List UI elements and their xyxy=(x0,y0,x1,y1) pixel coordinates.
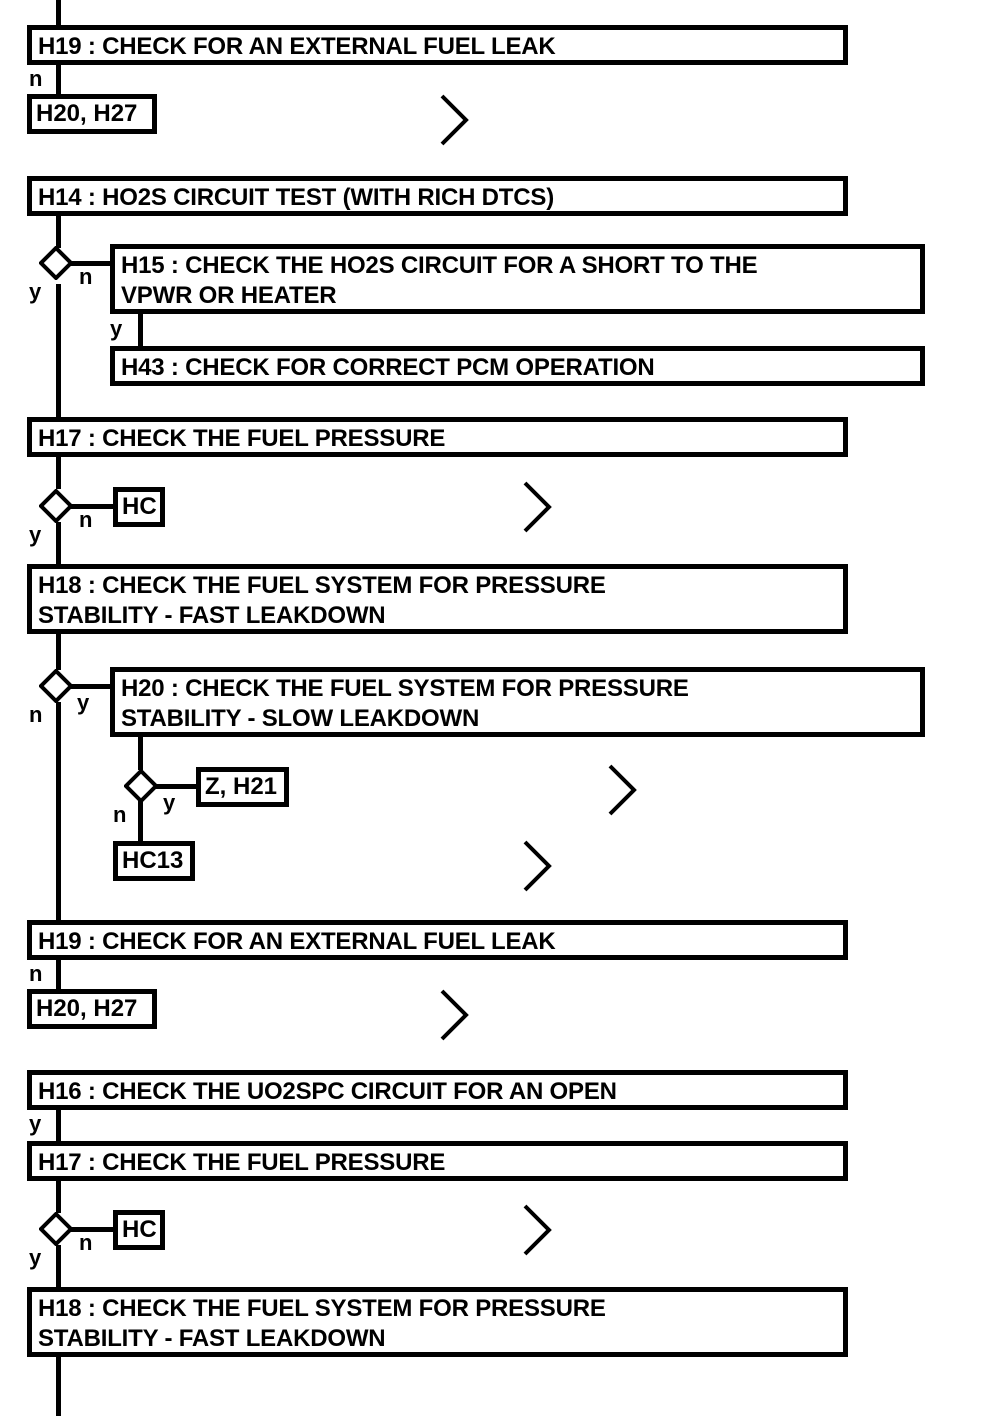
step-box-h14[interactable]: H14 : HO2S CIRCUIT TEST (WITH RICH DTCS) xyxy=(27,176,848,216)
chevron-right-icon-3 xyxy=(606,762,640,818)
connector-h19b-to-h20h27b xyxy=(56,960,61,991)
step-box-h20[interactable]: H20 : CHECK THE FUEL SYSTEM FOR PRESSURE… xyxy=(110,667,925,737)
connector-trunk-dashed-1 xyxy=(56,284,61,417)
branch-label-d5-n: n xyxy=(79,1230,93,1255)
connector-entry-top xyxy=(56,0,61,27)
step-box-h15[interactable]: H15 : CHECK THE HO2S CIRCUIT FOR A SHORT… xyxy=(110,244,925,314)
branch-label-d5-y: y xyxy=(29,1245,42,1270)
branch-label-d3-n: n xyxy=(29,702,43,727)
terminal-box-h20-h27-first[interactable]: H20, H27 xyxy=(27,94,157,134)
branch-label-h19b-n: n xyxy=(29,961,43,986)
decision-diamond-1[interactable] xyxy=(39,246,73,280)
connector-trunk-dashed-3 xyxy=(56,702,61,920)
chevron-right-icon-6 xyxy=(521,1202,555,1258)
connector-h18a-to-decision3 xyxy=(56,634,61,670)
branch-label-d3-y: y xyxy=(77,690,90,715)
chevron-right-icon-5 xyxy=(438,987,472,1043)
decision-diamond-2[interactable] xyxy=(39,489,73,523)
branch-label-h15-y: y xyxy=(110,316,123,341)
connector-decision5-to-hc xyxy=(70,1227,115,1232)
connector-trunk-dashed-2 xyxy=(56,522,61,564)
branch-label-d1-n: n xyxy=(79,264,93,289)
connector-decision2-to-hc xyxy=(70,504,115,509)
chevron-right-icon-2 xyxy=(521,479,555,535)
connector-h16-to-h17b xyxy=(56,1110,61,1142)
branch-label-d2-n: n xyxy=(79,507,93,532)
connector-h17a-to-decision2 xyxy=(56,457,61,489)
connector-exit-bottom xyxy=(56,1357,61,1416)
step-box-h16[interactable]: H16 : CHECK THE UO2SPC CIRCUIT FOR AN OP… xyxy=(27,1070,848,1110)
terminal-box-hc-first[interactable]: HC xyxy=(113,487,165,527)
connector-decision1-to-h15 xyxy=(70,261,115,266)
branch-label-d2-y: y xyxy=(29,522,42,547)
connector-h14-to-decision1 xyxy=(56,216,61,248)
connector-h20-to-decision4 xyxy=(138,737,143,770)
branch-label-d4-y: y xyxy=(163,790,176,815)
step-box-h18-second[interactable]: H18 : CHECK THE FUEL SYSTEM FOR PRESSURE… xyxy=(27,1287,848,1357)
branch-label-h19a-n: n xyxy=(29,66,43,91)
connector-decision4-to-hc13 xyxy=(138,800,143,842)
connector-decision4-to-zh21 xyxy=(155,784,200,789)
step-box-h17-first[interactable]: H17 : CHECK THE FUEL PRESSURE xyxy=(27,417,848,457)
terminal-box-z-h21[interactable]: Z, H21 xyxy=(196,767,289,807)
branch-label-h16-y: y xyxy=(29,1111,42,1136)
terminal-box-hc-second[interactable]: HC xyxy=(113,1210,165,1250)
step-box-h43[interactable]: H43 : CHECK FOR CORRECT PCM OPERATION xyxy=(110,346,925,386)
terminal-box-h20-h27-second[interactable]: H20, H27 xyxy=(27,989,157,1029)
decision-diamond-3[interactable] xyxy=(39,669,73,703)
step-box-h19-first[interactable]: H19 : CHECK FOR AN EXTERNAL FUEL LEAK xyxy=(27,25,848,65)
connector-h19a-to-h20h27 xyxy=(56,65,61,96)
step-box-h17-second[interactable]: H17 : CHECK THE FUEL PRESSURE xyxy=(27,1141,848,1181)
step-box-h19-second[interactable]: H19 : CHECK FOR AN EXTERNAL FUEL LEAK xyxy=(27,920,848,960)
connector-h15-to-h43 xyxy=(138,314,143,346)
decision-diamond-5[interactable] xyxy=(39,1212,73,1246)
chevron-right-icon-1 xyxy=(438,92,472,148)
step-box-h18-first[interactable]: H18 : CHECK THE FUEL SYSTEM FOR PRESSURE… xyxy=(27,564,848,634)
decision-diamond-4[interactable] xyxy=(124,769,158,803)
connector-decision5-to-h18b xyxy=(56,1245,61,1287)
connector-decision3-to-h20 xyxy=(70,684,115,689)
branch-label-d4-n: n xyxy=(113,802,127,827)
chevron-right-icon-4 xyxy=(521,838,555,894)
branch-label-d1-y: y xyxy=(29,279,42,304)
connector-h17b-to-decision5 xyxy=(56,1181,61,1213)
terminal-box-hc13[interactable]: HC13 xyxy=(113,841,195,881)
